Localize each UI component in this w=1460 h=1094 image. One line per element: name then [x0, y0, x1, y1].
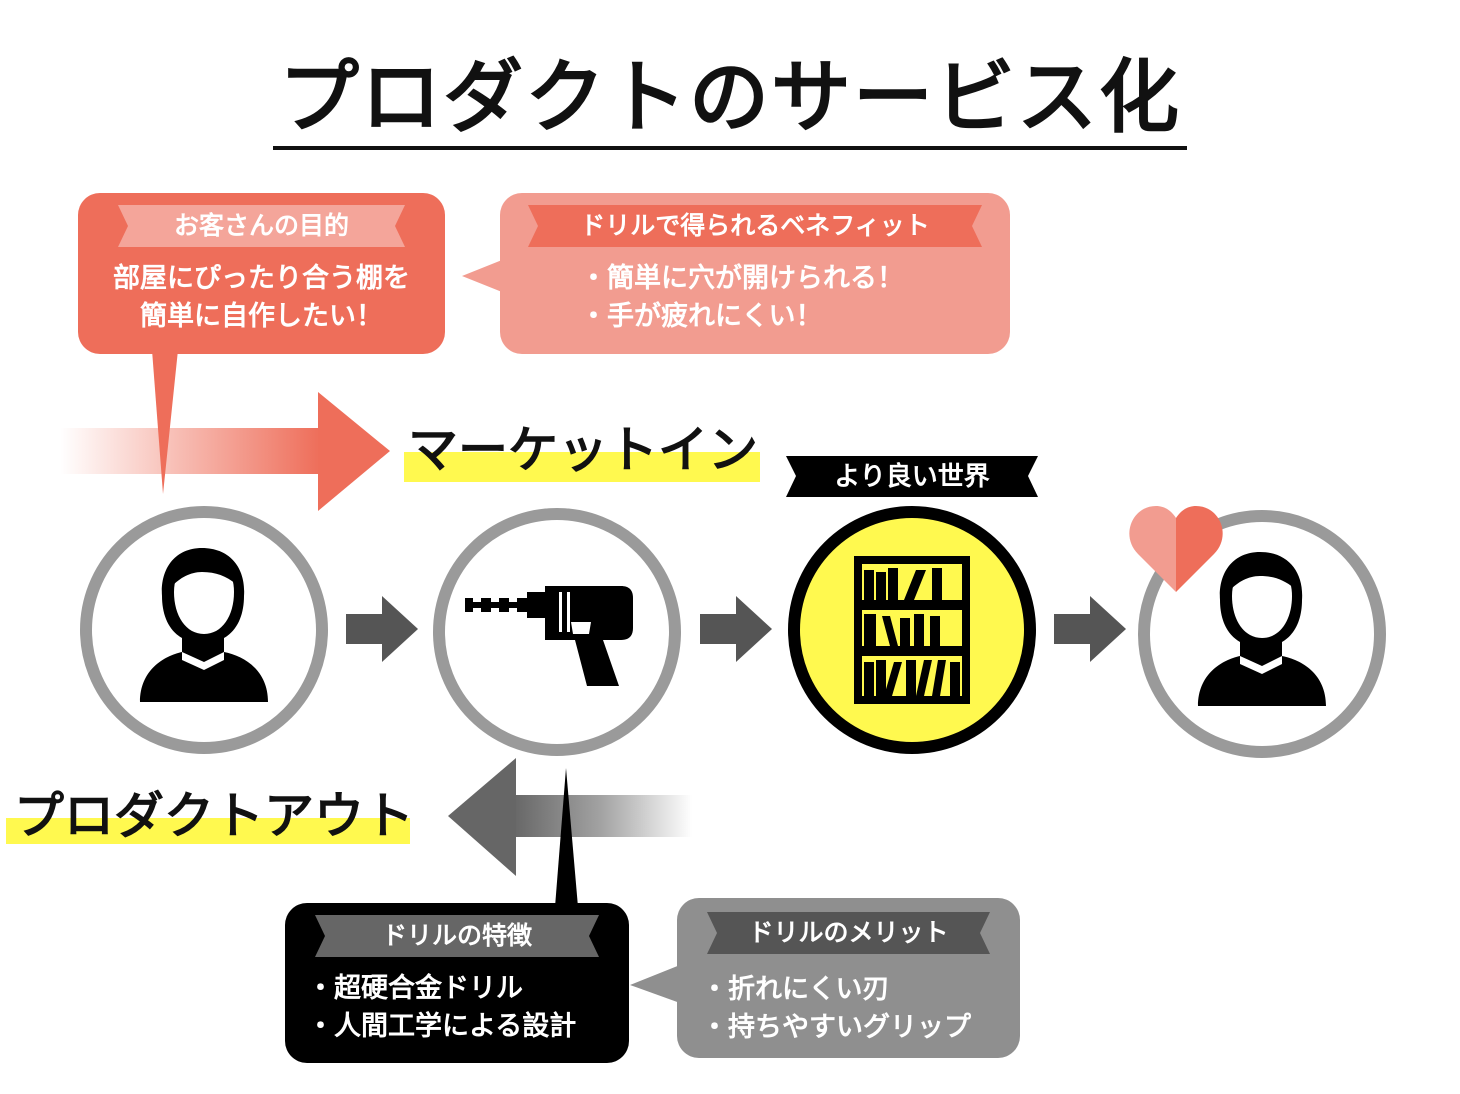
- drill-features-header-ribbon: [315, 915, 599, 957]
- flow-arrow-1: [346, 596, 418, 662]
- product-out-label: プロダクトアウト: [14, 787, 414, 845]
- drill-benefit-bubble-tail: [462, 260, 502, 292]
- drill-features-line-1: ・超硬合金ドリル: [307, 973, 523, 1004]
- drill-merits-bubble-tail: [630, 965, 680, 1003]
- drill-features-bubble: ドリルの特徴 ・超硬合金ドリル ・人間工学による設計: [285, 903, 629, 1063]
- drill-features-bubble-tail: [555, 768, 578, 907]
- drill-benefit-header: ドリルで得られるベネフィット: [580, 211, 930, 240]
- person-icon: [1198, 552, 1326, 706]
- better-world-ribbon: [786, 456, 1038, 497]
- page-title-text: プロダクトのサービス化: [273, 52, 1187, 150]
- flow-arrow-3: [1054, 596, 1126, 662]
- customer-goal-line-2: 簡単に自作したい！: [140, 301, 383, 332]
- bookshelf-icon: [854, 556, 970, 704]
- drill-features-line-2: ・人間工学による設計: [307, 1011, 577, 1042]
- drill-icon: [465, 586, 633, 686]
- page-title: プロダクトのサービス化: [0, 52, 1460, 150]
- drill-benefit-header-ribbon: [528, 205, 982, 247]
- market-in-arrow: [60, 392, 390, 511]
- customer-goal-header-ribbon: [118, 205, 405, 247]
- drill-benefit-line-1: ・簡単に穴が開けられる！: [580, 263, 904, 294]
- customer-goal-bubble: お客さんの目的 部屋にぴったり合う棚を 簡単に自作したい！: [78, 193, 445, 354]
- drill-merits-header: ドリルのメリット: [748, 918, 949, 947]
- market-in-highlight: [404, 452, 760, 482]
- drill-features-header: ドリルの特徴: [381, 921, 532, 950]
- flow-arrow-2: [700, 596, 772, 662]
- heart-icon: [1129, 506, 1223, 592]
- customer-goal-line-1: 部屋にぴったり合う棚を: [113, 263, 410, 294]
- product-out-arrow: [448, 758, 692, 876]
- drill-merits-line-2: ・持ちやすいグリップ: [701, 1012, 971, 1043]
- product-out-highlight: [6, 818, 410, 844]
- market-in-label: マーケットイン: [408, 421, 758, 479]
- customer-goal-header: お客さんの目的: [173, 211, 349, 240]
- drill-merits-line-1: ・折れにくい刃: [701, 974, 890, 1005]
- drill-merits-bubble: ドリルのメリット ・折れにくい刃 ・持ちやすいグリップ: [677, 898, 1020, 1058]
- drill-benefit-line-2: ・手が疲れにくい！: [580, 301, 823, 332]
- better-world-label: より良い世界: [834, 462, 990, 492]
- drill-merits-header-ribbon: [707, 912, 990, 954]
- drill-benefit-bubble: ドリルで得られるベネフィット ・簡単に穴が開けられる！ ・手が疲れにくい！: [500, 193, 1010, 354]
- person-icon: [140, 548, 268, 702]
- customer-goal-bubble-tail: [152, 350, 178, 494]
